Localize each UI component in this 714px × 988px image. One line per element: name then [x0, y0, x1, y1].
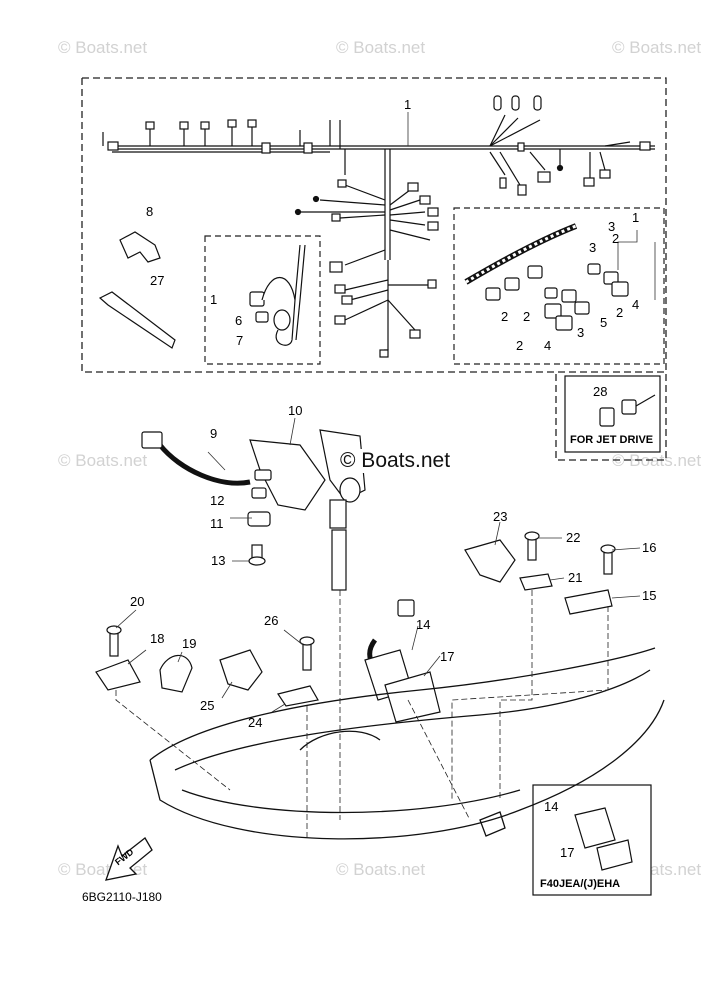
- watermark: © Boats.net: [612, 451, 702, 470]
- callout-kit-4: 4: [632, 297, 640, 312]
- callout-kit-2: 2: [616, 305, 624, 320]
- jet-drive-label: FOR JET DRIVE: [570, 434, 654, 446]
- callout-kit-2: 2: [612, 231, 620, 246]
- clamp-8: [119, 231, 161, 263]
- callout-kit-2: 2: [501, 309, 509, 324]
- bracket-assembly: [141, 429, 366, 591]
- callout-9: 9: [210, 426, 218, 441]
- callout-11: 11: [210, 516, 224, 531]
- right-hardware: [95, 531, 616, 723]
- callout-kit-3: 3: [589, 240, 597, 255]
- callout-10: 10: [288, 403, 303, 418]
- mount-lines: [115, 590, 609, 840]
- callout-24: 24: [248, 715, 263, 730]
- callout-27: 27: [150, 273, 165, 288]
- callout-18: 18: [150, 631, 165, 646]
- callout-kit-4: 4: [544, 338, 552, 353]
- callout-kit-2: 2: [516, 338, 524, 353]
- plug-28: [599, 394, 656, 427]
- variant-parts: [574, 807, 633, 871]
- callout-14: 14: [416, 617, 431, 632]
- fwd-arrow-icon: [105, 837, 153, 881]
- callout-1-sub: 1: [210, 292, 218, 307]
- callout-19: 19: [182, 636, 197, 651]
- main-wire-harness: [102, 95, 655, 358]
- callout-kit-5: 5: [600, 315, 608, 330]
- model-variant-label: F40JEA/(J)EHA: [540, 878, 621, 890]
- diagram-code: 6BG2110-J180: [82, 890, 162, 904]
- watermark: © Boats.net: [612, 38, 702, 57]
- harness-group-frame: [81, 78, 556, 373]
- harness-group-frame: [82, 77, 667, 461]
- sub-harness-frame: [204, 235, 321, 365]
- leader-lines: [115, 112, 656, 713]
- watermark: © Boats.net: [58, 451, 148, 470]
- callout-15: 15: [642, 588, 657, 603]
- connector-kit-frame: [453, 207, 665, 365]
- callout-20: 20: [130, 594, 145, 609]
- connector-kit: [464, 223, 629, 331]
- callout-17: 17: [440, 649, 455, 664]
- callout-22: 22: [566, 530, 581, 545]
- callout-variant-17: 17: [560, 845, 575, 860]
- callout-16: 16: [642, 540, 657, 555]
- callout-28: 28: [593, 384, 608, 399]
- callout-variant-14: 14: [544, 799, 559, 814]
- callout-kit-2: 2: [523, 309, 531, 324]
- callout-8: 8: [146, 204, 154, 219]
- callout-21: 21: [568, 570, 583, 585]
- callout-12: 12: [210, 493, 225, 508]
- sub-harness: [249, 244, 306, 346]
- watermark: © Boats.net: [336, 860, 426, 879]
- callout-25: 25: [200, 698, 215, 713]
- callout-kit-3: 3: [608, 219, 616, 234]
- callout-13: 13: [211, 553, 226, 568]
- cable-tie-27: [98, 291, 176, 349]
- boats-net-watermark: © Boats.net: [337, 449, 454, 473]
- callout-6: 6: [235, 313, 243, 328]
- callout-23: 23: [493, 509, 508, 524]
- callout-26: 26: [264, 613, 279, 628]
- callout-1-kit: 1: [632, 210, 640, 225]
- watermark: © Boats.net: [58, 38, 148, 57]
- callout-7: 7: [236, 333, 244, 348]
- watermark: © Boats.net: [336, 38, 426, 57]
- callout-kit-3: 3: [577, 325, 585, 340]
- callout-1-main-harness: 1: [404, 97, 412, 112]
